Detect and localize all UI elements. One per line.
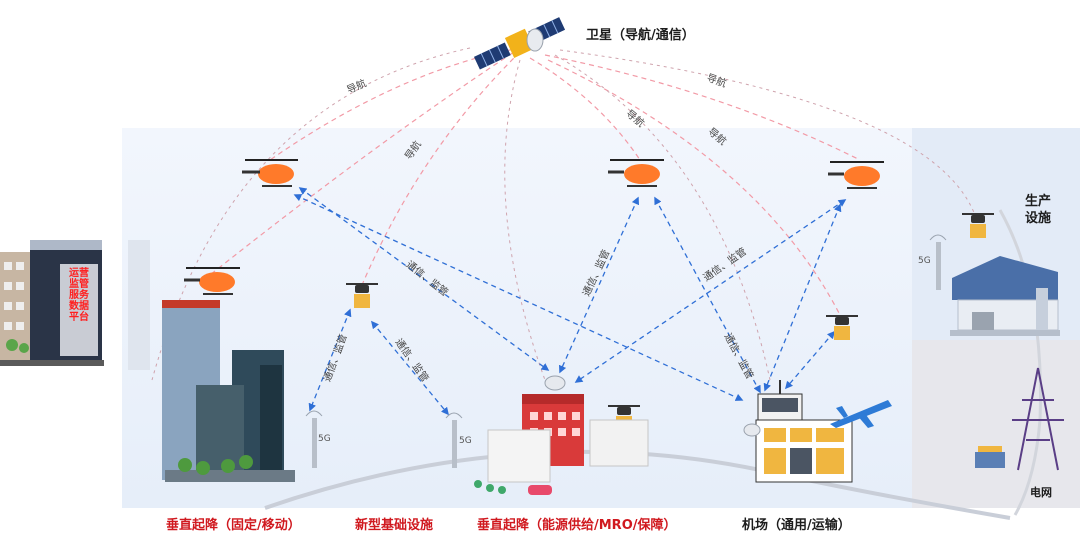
helicopter-icon (242, 159, 298, 187)
nav-link (209, 47, 521, 276)
comm-link (784, 330, 836, 390)
platform-label-line: 平台 (69, 312, 89, 323)
arc-link (559, 49, 976, 216)
arc-links (151, 47, 976, 381)
production-label-line1: 生产 (1025, 194, 1052, 209)
label-new-infra: 新型基础设施 (355, 518, 434, 533)
signal-tower-icon (445, 412, 463, 468)
tree-icon (498, 486, 506, 494)
label-vtol-fixed: 垂直起降（固定/移动） (166, 518, 301, 533)
tree-icon (178, 458, 192, 472)
platform-label-line: 监管 (69, 279, 89, 290)
helicopter-icon (184, 267, 240, 295)
comm-link (763, 203, 842, 392)
label-airport: 机场（通用/运输） (742, 518, 851, 533)
signal-tower-icon (305, 410, 323, 468)
airport-building (743, 380, 853, 483)
platform-label: 运营 监管 服务 数据 平台 (63, 268, 95, 323)
tree-icon (474, 480, 482, 488)
platform-label-line: 数据 (69, 301, 89, 312)
bottom-band (0, 508, 1080, 540)
label-vtol-energy: 垂直起降（能源供给/MRO/保障） (477, 518, 677, 533)
5g-label: 5G (918, 256, 931, 266)
power-panel (912, 340, 1080, 508)
car-icon (528, 485, 552, 495)
sign-wall (128, 240, 150, 370)
comm-links (293, 187, 847, 416)
satellite-icon (473, 17, 566, 70)
tree-icon (221, 459, 235, 473)
5g-label: 5G (318, 434, 331, 444)
helicopter-icon (608, 159, 664, 187)
nav-link (529, 57, 641, 161)
tree-icon (6, 339, 18, 351)
airplane-icon (830, 400, 892, 428)
transformer-icon (975, 446, 1005, 468)
ground-road (264, 449, 1011, 520)
helicopter-icon (828, 161, 884, 189)
satellite-label: 卫星（导航/通信） (586, 28, 695, 43)
tree-icon (196, 461, 210, 475)
signal-tower-icon (929, 234, 947, 290)
arc-link (554, 54, 771, 381)
drone-icon (826, 315, 858, 340)
energy-building (487, 375, 649, 483)
power-tower-icon (1012, 367, 1064, 471)
arc-link (151, 47, 471, 381)
factory-ground (950, 330, 1060, 336)
tree-icon (486, 484, 494, 492)
drone-icon (346, 283, 378, 308)
skyscrapers (162, 300, 295, 482)
platform-label-line: 服务 (69, 290, 89, 301)
platform-label-line: 运营 (69, 268, 89, 279)
drone-icon (962, 213, 994, 238)
tree-icon (239, 455, 253, 469)
side-road (998, 209, 1042, 516)
factory-building (952, 256, 1059, 331)
power-label: 电网 (1030, 486, 1052, 499)
production-label-line2: 设施 (1025, 211, 1052, 226)
comm-link (371, 320, 449, 416)
5g-label: 5G (459, 436, 472, 446)
nav-link (544, 54, 861, 161)
tree-icon (19, 343, 29, 353)
